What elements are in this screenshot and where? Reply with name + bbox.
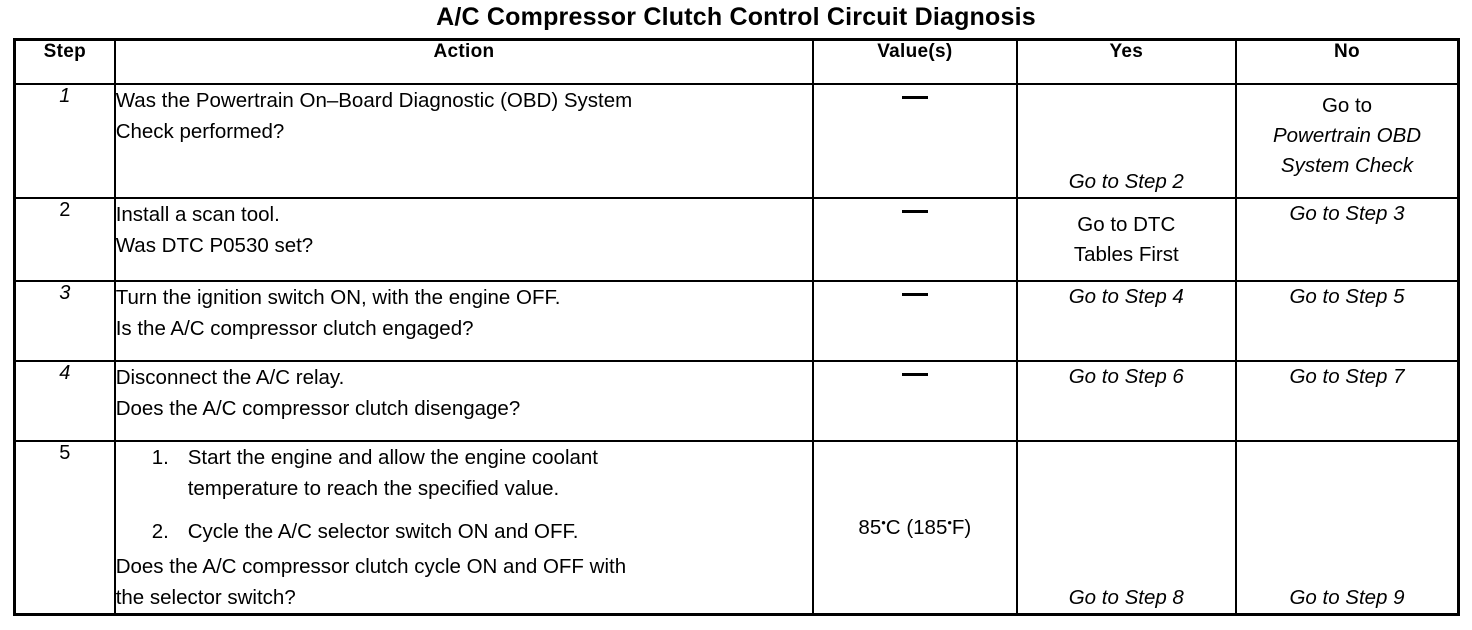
- action-cell: Turn the ignition switch ON, with the en…: [113, 280, 815, 362]
- action-line: Turn the ignition switch ON, with the en…: [115, 286, 561, 309]
- result-line: Go to Step 6: [1068, 365, 1184, 388]
- value-cell: [812, 280, 1018, 362]
- no-cell: Go to Step 3: [1235, 197, 1460, 282]
- result-line: System Check: [1280, 154, 1414, 177]
- step-number: 5: [13, 440, 116, 616]
- degree-symbol: •: [947, 515, 952, 530]
- result-line: Go to: [1321, 94, 1373, 117]
- result-line: Go to Step 8: [1068, 586, 1184, 609]
- result-line: Go to Step 3: [1289, 202, 1405, 225]
- action-line: Disconnect the A/C relay.: [115, 366, 345, 389]
- column-header-yes: Yes: [1015, 38, 1238, 85]
- value-celsius-unit: C: [885, 516, 901, 539]
- step-number: 3: [13, 280, 116, 362]
- action-cell: Was the Powertrain On–Board Diagnostic (…: [113, 83, 815, 199]
- action-line: Check performed?: [115, 120, 285, 143]
- action-cell: Disconnect the A/C relay. Does the A/C c…: [113, 360, 815, 442]
- numbered-substep-list: 1. Start the engine and allow the engine…: [116, 442, 812, 547]
- yes-cell: Go to Step 2: [1015, 83, 1238, 199]
- action-line: Is the A/C compressor clutch engaged?: [115, 317, 474, 340]
- action-line: Does the A/C compressor clutch cycle ON …: [115, 555, 627, 578]
- result-line: Go to Step 4: [1068, 285, 1184, 308]
- step-number: 4: [13, 360, 116, 442]
- result-line: Go to Step 5: [1289, 285, 1405, 308]
- no-cell: Go to Step 7: [1235, 360, 1460, 442]
- page-title: A/C Compressor Clutch Control Circuit Di…: [436, 3, 1036, 31]
- table-row: 2 Install a scan tool. Was DTC P0530 set…: [13, 197, 1460, 282]
- diagnosis-table: Step Action Value(s) Yes No 1 Was the Po…: [13, 38, 1460, 616]
- yes-cell: Go to DTC Tables First: [1015, 197, 1238, 282]
- yes-cell: Go to Step 4: [1015, 280, 1238, 362]
- table-row: 3 Turn the ignition switch ON, with the …: [13, 280, 1460, 362]
- result-line: Go to Step 9: [1289, 586, 1405, 609]
- action-cell: 1. Start the engine and allow the engine…: [113, 440, 815, 616]
- action-line: Was DTC P0530 set?: [115, 234, 314, 257]
- value-fahrenheit: (185: [906, 516, 948, 539]
- table-row: 4 Disconnect the A/C relay. Does the A/C…: [13, 360, 1460, 442]
- em-dash: [901, 373, 928, 377]
- em-dash: [901, 210, 928, 214]
- result-line: Go to Step 7: [1289, 365, 1405, 388]
- column-header-value: Value(s): [812, 38, 1018, 85]
- value-cell: 85•C (185•F): [812, 440, 1018, 616]
- yes-cell: Go to Step 6: [1015, 360, 1238, 442]
- value-cell: [812, 360, 1018, 442]
- result-line: Powertrain OBD: [1272, 124, 1422, 147]
- list-item: 2. Cycle the A/C selector switch ON and …: [116, 516, 812, 547]
- action-line: Install a scan tool.: [115, 203, 280, 226]
- value-cell: [812, 83, 1018, 199]
- no-cell: Go to Step 5: [1235, 280, 1460, 362]
- action-cell: Install a scan tool. Was DTC P0530 set?: [113, 197, 815, 282]
- no-cell: Go to Step 9: [1235, 440, 1460, 616]
- list-item: 1. Start the engine and allow the engine…: [116, 442, 812, 504]
- value-celsius: 85: [858, 516, 882, 539]
- step-number: 1: [13, 83, 116, 199]
- column-header-action: Action: [113, 38, 815, 85]
- action-line: Does the A/C compressor clutch disengage…: [115, 397, 521, 420]
- table-header-row: Step Action Value(s) Yes No: [13, 38, 1460, 85]
- list-item-number: 2.: [151, 520, 169, 543]
- action-line: Was the Powertrain On–Board Diagnostic (…: [115, 89, 633, 112]
- degree-symbol: •: [881, 515, 886, 530]
- em-dash: [901, 293, 928, 297]
- list-item-line: temperature to reach the specified value…: [187, 477, 560, 500]
- result-line: Tables First: [1073, 242, 1179, 266]
- yes-cell: Go to Step 8: [1015, 440, 1238, 616]
- step-number: 2: [13, 197, 116, 282]
- column-header-step: Step: [13, 38, 116, 85]
- list-item-number: 1.: [151, 446, 169, 469]
- em-dash: [901, 96, 928, 100]
- list-item-line: Start the engine and allow the engine co…: [187, 446, 599, 469]
- result-line: Go to DTC: [1077, 212, 1176, 236]
- list-item-line: Cycle the A/C selector switch ON and OFF…: [187, 520, 579, 543]
- value-cell: [812, 197, 1018, 282]
- no-cell: Go to Powertrain OBD System Check: [1235, 83, 1460, 199]
- table-row: 1 Was the Powertrain On–Board Diagnostic…: [13, 83, 1460, 199]
- table-row: 5 1. Start the engine and allow the engi…: [13, 440, 1460, 616]
- result-line: Go to Step 2: [1068, 170, 1184, 193]
- value-fahrenheit-unit: F): [951, 516, 972, 539]
- action-line: the selector switch?: [115, 586, 296, 609]
- column-header-no: No: [1235, 38, 1460, 85]
